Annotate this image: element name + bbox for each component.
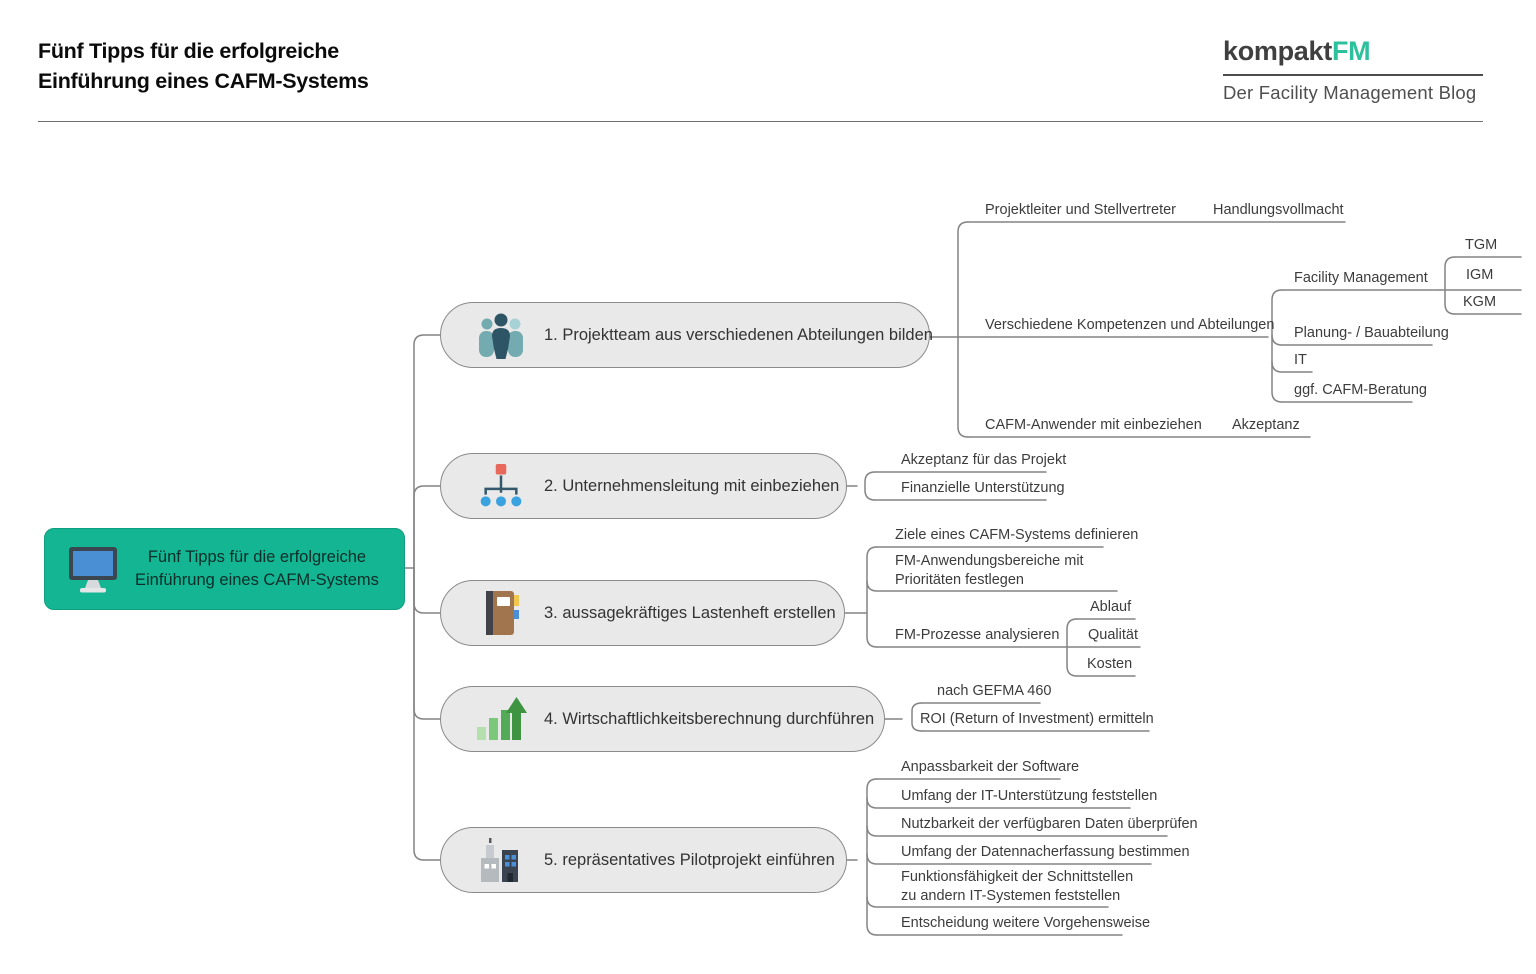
branch-umfang-daten: Umfang der Datennacherfassung bestimmen: [901, 844, 1190, 860]
branch-planung: Planung- / Bauabteilung: [1294, 325, 1449, 341]
header-divider: [38, 121, 1483, 122]
root-label-line1: Fünf Tipps für die erfolgreiche: [147, 548, 367, 566]
branch-akzeptanz: Akzeptanz: [1232, 417, 1300, 433]
branch-finanzielle: Finanzielle Unterstützung: [901, 480, 1065, 496]
branch-igm: IGM: [1466, 267, 1494, 283]
branch-kosten: Kosten: [1087, 656, 1133, 672]
branch-fm-prozesse: FM-Prozesse analysieren: [895, 627, 1060, 643]
branch-ablauf: Ablauf: [1090, 599, 1132, 615]
mindmap-root-node: Fünf Tipps für die erfolgreiche Einführu…: [44, 528, 405, 610]
branch-cafm-beratung: ggf. CAFM-Beratung: [1294, 382, 1427, 398]
mindmap-node-lastenheft: 3. aussagekräftiges Lastenheft erstellen: [440, 580, 845, 646]
branch-projektleiter: Projektleiter und Stellvertreter: [985, 202, 1176, 218]
branch-akzeptanz-projekt: Akzeptanz für das Projekt: [901, 452, 1067, 468]
page-title: Fünf Tipps für die erfolgreiche Einführu…: [38, 36, 369, 96]
branch-anwendungsbereiche-line2: Prioritäten festlegen: [895, 572, 1024, 588]
mindmap-node-unternehmensleitung: 2. Unternehmensleitung mit einbeziehen: [440, 453, 847, 519]
mindmap-node-pilotprojekt: 5. repräsentatives Pilotprojekt einführe…: [440, 827, 847, 893]
buildings-icon: [475, 833, 527, 887]
org-chart-icon: [475, 459, 527, 513]
monitor-icon: [67, 542, 119, 596]
node-label: 5. repräsentatives Pilotprojekt einführe…: [544, 850, 835, 869]
branch-tgm: TGM: [1465, 237, 1498, 253]
brand-prefix: kompakt: [1223, 36, 1332, 66]
branch-funktionsfaehigkeit-line2: zu andern IT-Systemen feststellen: [901, 888, 1121, 904]
branch-anwendungsbereiche: FM-Anwendungsbereiche mit Prioritäten fe…: [895, 552, 1084, 590]
branch-it: IT: [1294, 352, 1307, 368]
branch-anwendungsbereiche-line1: FM-Anwendungsbereiche mit: [895, 553, 1084, 569]
branch-kgm: KGM: [1463, 294, 1497, 310]
bar-chart-icon: [475, 692, 527, 746]
branch-qualitaet: Qualität: [1088, 627, 1138, 643]
brand-wordmark: kompaktFM: [1223, 36, 1483, 76]
node-label: 2. Unternehmensleitung mit einbeziehen: [544, 476, 840, 495]
brand-suffix: FM: [1331, 36, 1371, 66]
mindmap-node-wirtschaftlichkeit: 4. Wirtschaftlichkeitsberechnung durchfü…: [440, 686, 885, 752]
branch-funktionsfaehigkeit-line1: Funktionsfähigkeit der Schnittstellen: [901, 869, 1134, 885]
node-label: 4. Wirtschaftlichkeitsberechnung durchfü…: [544, 709, 875, 728]
branch-kompetenzen: Verschiedene Kompetenzen und Abteilungen: [985, 317, 1275, 333]
brand-logo: kompaktFM Der Facility Management Blog: [1223, 36, 1483, 104]
page-title-line1: Fünf Tipps für die erfolgreiche: [38, 39, 339, 63]
branch-nutzbarkeit: Nutzbarkeit der verfügbaren Daten überpr…: [901, 816, 1198, 832]
node-label: 3. aussagekräftiges Lastenheft erstellen: [544, 603, 836, 622]
brand-tagline: Der Facility Management Blog: [1223, 82, 1477, 103]
branch-entscheidung: Entscheidung weitere Vorgehensweise: [901, 915, 1151, 931]
branch-ziele: Ziele eines CAFM-Systems definieren: [895, 527, 1139, 543]
node-label: 1. Projektteam aus verschiedenen Abteilu…: [544, 325, 933, 344]
page-title-line2: Einführung eines CAFM-Systems: [38, 69, 369, 93]
branch-gefma: nach GEFMA 460: [937, 683, 1052, 699]
branch-umfang-it: Umfang der IT-Unterstützung feststellen: [901, 788, 1158, 804]
branch-cafm-anwender: CAFM-Anwender mit einbeziehen: [985, 417, 1202, 433]
branch-facility-management: Facility Management: [1294, 270, 1428, 286]
branch-roi: ROI (Return of Investment) ermitteln: [920, 711, 1154, 727]
team-icon: [475, 308, 527, 362]
branch-anpassbarkeit: Anpassbarkeit der Software: [901, 759, 1080, 775]
branch-handlungsvollmacht: Handlungsvollmacht: [1213, 202, 1344, 218]
mindmap-node-projektteam: 1. Projektteam aus verschiedenen Abteilu…: [440, 302, 933, 368]
root-node-label: Fünf Tipps für die erfolgreiche Einführu…: [135, 546, 379, 592]
book-icon: [475, 586, 527, 640]
branch-funktionsfaehigkeit: Funktionsfähigkeit der Schnittstellen zu…: [901, 868, 1133, 906]
root-label-line2: Einführung eines CAFM-Systems: [135, 571, 379, 589]
